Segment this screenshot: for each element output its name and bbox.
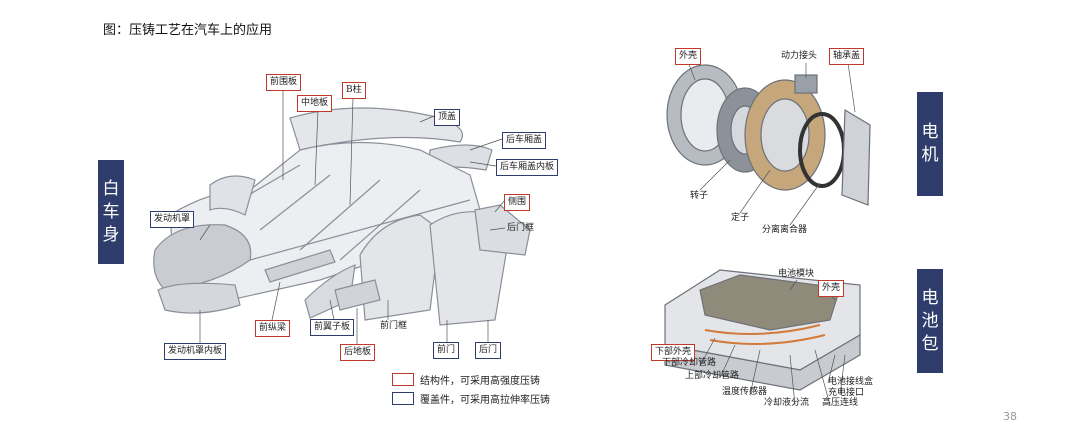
section-label: 白车身 [102, 178, 120, 245]
label-hood: 发动机罩 [150, 211, 195, 228]
figure-title: 图：压铸工艺在汽车上的应用 [103, 23, 273, 38]
car-leader-lines [199, 88, 506, 345]
section-battery: 电池包 [917, 269, 943, 373]
legend-swatch-red [392, 373, 414, 386]
label-motor-clutch: 分离离合器 [762, 225, 808, 235]
section-motor: 电机 [917, 92, 943, 196]
rear-floor [334, 279, 381, 311]
label-battery-junction-box: 电池接线盒 [828, 377, 874, 387]
section-body-in-white: 白车身 [98, 160, 124, 264]
label-motor-housing: 外壳 [675, 48, 702, 65]
battery-module [699, 274, 841, 331]
front-fender-panel [209, 175, 256, 216]
label-middle-floor: 中地板 [297, 95, 333, 112]
label-rear-floor: 后地板 [340, 344, 376, 361]
label-battery-coolant-split: 冷却液分流 [764, 398, 810, 408]
motor-bearing-cover [841, 108, 871, 206]
battery-illustration [664, 269, 861, 391]
car-body-illustration [153, 107, 531, 326]
label-motor-rotor: 转子 [690, 191, 709, 201]
battery-cooling-lines [704, 324, 826, 345]
motor-leader-lines [687, 61, 856, 226]
label-side-panel: 侧围 [504, 194, 531, 211]
legend-cover-text: 覆盖件，可采用高拉伸率压铸 [420, 395, 550, 406]
section-label: 电机 [921, 122, 939, 165]
legend-swatch-navy [392, 392, 414, 405]
label-motor-power-connector: 动力接头 [781, 51, 818, 61]
label-rear-door: 后门 [475, 342, 502, 359]
roof-panel [289, 107, 464, 151]
section-label: 电池包 [921, 287, 939, 354]
label-front-door: 前门 [433, 342, 460, 359]
label-motor-stator: 定子 [731, 213, 750, 223]
label-roof: 顶盖 [434, 109, 461, 126]
label-battery-lower-cooling: 下部冷却管路 [662, 358, 717, 368]
label-battery-upper-cooling: 上部冷却管路 [685, 371, 740, 381]
label-b-pillar: B柱 [342, 82, 366, 99]
label-rear-door-frame: 后门框 [507, 223, 535, 233]
label-battery-charge-port: 充电接口 [828, 388, 865, 398]
label-hood-inner: 发动机罩内板 [164, 343, 227, 360]
label-battery-housing: 外壳 [818, 280, 845, 297]
label-trunk-lid-inner: 后车厢盖内板 [496, 159, 559, 176]
battery-lower-housing [664, 333, 861, 391]
hood-inner-panel [157, 282, 241, 314]
label-front-fender: 前翼子板 [310, 319, 355, 336]
legend-structural: 结构件，可采用高强度压铸 [392, 372, 540, 387]
label-motor-bearing-cover: 轴承盖 [829, 48, 865, 65]
label-battery-lower-housing: 下部外壳 [651, 344, 696, 361]
side-panel [474, 204, 531, 256]
label-front-door-frame: 前门框 [380, 321, 408, 331]
label-battery-temp-sensor: 温度传感器 [722, 387, 768, 397]
frame-inner-lines [239, 164, 471, 261]
label-front-rail: 前纵梁 [255, 320, 291, 337]
label-battery-hv-connection: 高压连线 [822, 398, 859, 408]
legend-cover: 覆盖件，可采用高拉伸率压铸 [392, 391, 550, 406]
page-number: 38 [1003, 410, 1017, 423]
label-front-panel: 前围板 [266, 74, 302, 91]
front-rail [264, 249, 336, 283]
motor-illustration [666, 64, 871, 206]
legend-structural-text: 结构件，可采用高强度压铸 [420, 376, 540, 387]
label-battery-module: 电池模块 [778, 269, 815, 279]
label-trunk-lid: 后车厢盖 [502, 132, 547, 149]
